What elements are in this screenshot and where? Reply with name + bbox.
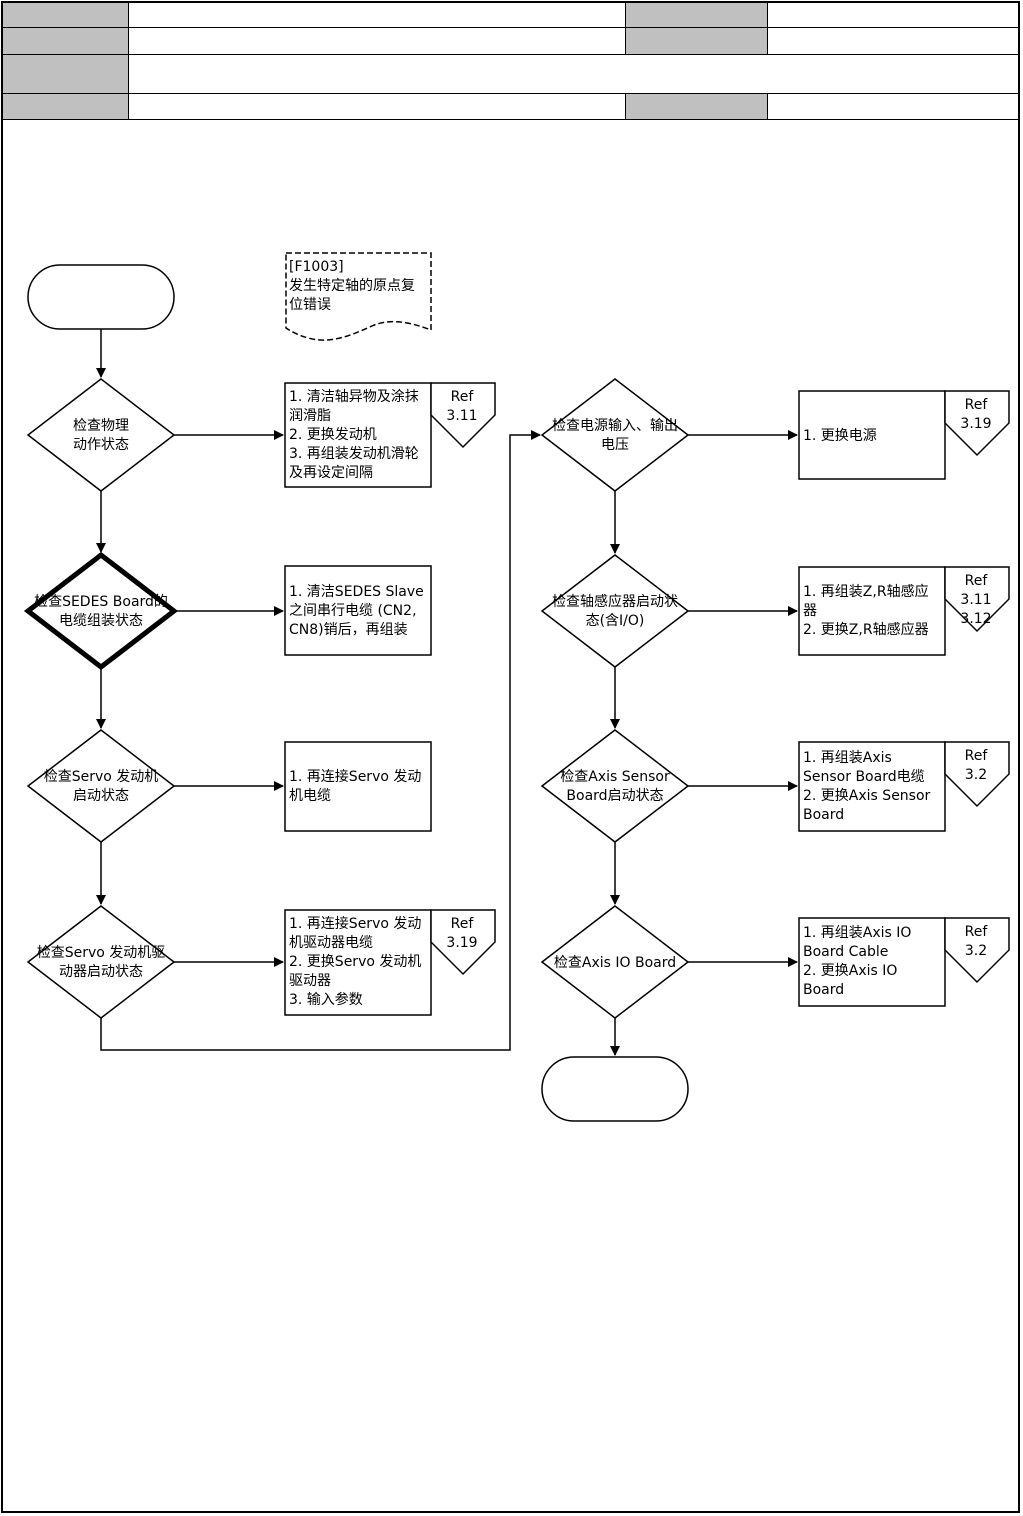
r1-line-2: 3.11 xyxy=(446,408,477,424)
decision-servo-driver xyxy=(26,905,176,1019)
note-line-2: 位错误 xyxy=(289,297,331,313)
a2-line-2: 之间串行电缆 (CN2, xyxy=(289,603,417,619)
d3-line-2: 启动状态 xyxy=(73,788,129,804)
a1-line-5: 及再设定间隔 xyxy=(289,465,373,481)
a1-line-3: 2. 更换发动机 xyxy=(289,426,377,443)
decision-servo-motor xyxy=(26,729,176,843)
decision-power-voltage xyxy=(540,378,690,492)
ref-tag-6 xyxy=(944,566,1010,633)
r4-line-1: Ref xyxy=(451,916,475,932)
d5-line-1: 检查电源输入、输出 xyxy=(552,418,678,434)
d7-line-1: 检查Axis Sensor xyxy=(560,769,670,785)
header-label-2 xyxy=(626,3,768,28)
r5-line-2: 3.19 xyxy=(960,416,991,432)
d6-line-2: 态(含I/O) xyxy=(586,613,645,629)
a4-line-4: 驱动器 xyxy=(289,973,331,989)
d3-line-1: 检查Servo 发动机 xyxy=(44,769,159,785)
header-value-2 xyxy=(768,3,1018,28)
edge-d4-to-d5 xyxy=(100,430,541,1051)
r5-line-1: Ref xyxy=(965,397,989,413)
a8-line-2: Board Cable xyxy=(803,944,888,960)
error-note xyxy=(285,252,432,341)
d1-line-1: 检查物理 xyxy=(73,418,129,434)
d8-line-1: 检查Axis IO Board xyxy=(554,955,676,971)
r7-line-1: Ref xyxy=(965,748,989,764)
action-box-1 xyxy=(284,382,432,488)
action-box-7 xyxy=(798,741,946,832)
decision-axis-sensor-board xyxy=(540,729,690,843)
start-terminal xyxy=(27,264,175,330)
header-label-4 xyxy=(626,28,768,55)
a7-line-1: 1. 再组装Axis xyxy=(803,750,892,766)
decision-physical-action xyxy=(26,378,176,492)
a7-line-2: Sensor Board电缆 xyxy=(803,769,925,785)
ref-tag-1 xyxy=(430,382,496,449)
a6-line-1: 1. 再组装Z,R轴感应 xyxy=(803,583,929,600)
a6-line-3: 2. 更换Z,R轴感应器 xyxy=(803,621,929,638)
action-box-8 xyxy=(798,917,946,1007)
header-value-5 xyxy=(129,55,1018,94)
a5-line-1: 1. 更换电源 xyxy=(803,427,877,444)
d4-line-2: 动器启动状态 xyxy=(59,964,143,980)
header-value-1 xyxy=(129,3,626,28)
d6-line-1: 检查轴感应器启动状 xyxy=(552,593,678,610)
r8-line-2: 3.2 xyxy=(965,943,987,959)
ref-tag-8 xyxy=(944,917,1010,984)
r6-line-3: 3.12 xyxy=(960,611,991,627)
header-label-5 xyxy=(3,55,129,94)
ref-tag-7 xyxy=(944,741,1010,808)
a8-line-3: 2. 更换Axis IO xyxy=(803,962,897,979)
a1-line-2: 润滑脂 xyxy=(289,407,331,424)
action-box-2 xyxy=(284,565,432,656)
d2-line-1: 检查SEDES Board的 xyxy=(34,594,168,610)
a4-line-5: 3. 输入参数 xyxy=(289,991,363,1008)
header-value-6 xyxy=(129,94,626,120)
r8-line-1: Ref xyxy=(965,924,989,940)
a4-line-1: 1. 再连接Servo 发动 xyxy=(289,915,421,932)
action-box-6 xyxy=(798,566,946,656)
a3-line-1: 1. 再连接Servo 发动 xyxy=(289,768,421,785)
a6-line-2: 器 xyxy=(803,603,817,619)
d4-line-1: 检查Servo 发动机驱 xyxy=(37,945,166,961)
r6-line-2: 3.11 xyxy=(960,592,991,608)
header-value-3 xyxy=(129,28,626,55)
a1-line-1: 1. 清洁轴异物及涂抹 xyxy=(289,389,419,405)
a2-line-1: 1. 清洁SEDES Slave xyxy=(289,584,424,600)
a8-line-4: Board xyxy=(803,982,844,998)
a7-line-3: 2. 更换Axis Sensor xyxy=(803,787,931,804)
note-code: [F1003] xyxy=(289,259,344,275)
a4-line-2: 机驱动器电缆 xyxy=(289,935,373,951)
a3-line-2: 机电缆 xyxy=(289,788,331,804)
a1-line-4: 3. 再组装发动机滑轮 xyxy=(289,445,419,462)
r6-line-1: Ref xyxy=(965,573,989,589)
action-box-5 xyxy=(798,390,946,480)
a8-line-1: 1. 再组装Axis IO xyxy=(803,925,911,941)
header-label-6 xyxy=(3,94,129,120)
r1-line-1: Ref xyxy=(451,389,475,405)
ref-tag-4 xyxy=(430,909,496,976)
d1-line-2: 动作状态 xyxy=(73,437,129,453)
a7-line-4: Board xyxy=(803,807,844,823)
d7-line-2: Board启动状态 xyxy=(566,788,663,804)
d2-line-2: 电缆组装状态 xyxy=(59,613,143,629)
r4-line-2: 3.19 xyxy=(446,935,477,951)
note-line-1: 发生特定轴的原点复 xyxy=(289,277,415,294)
header-value-7 xyxy=(768,94,1018,120)
decision-sedes-board xyxy=(23,551,179,671)
header-label-7 xyxy=(626,94,768,120)
r7-line-2: 3.2 xyxy=(965,767,987,783)
a4-line-3: 2. 更换Servo 发动机 xyxy=(289,953,421,970)
action-box-3 xyxy=(284,741,432,832)
end-terminal xyxy=(541,1056,689,1122)
header-value-4 xyxy=(768,28,1018,55)
d5-line-2: 电压 xyxy=(601,437,629,453)
ref-tag-5 xyxy=(944,390,1010,457)
action-box-4 xyxy=(284,909,432,1016)
header-label-3 xyxy=(3,28,129,55)
header-label-1 xyxy=(3,3,129,28)
decision-axis-sensor xyxy=(540,554,690,668)
a2-line-3: CN8)销后，再组装 xyxy=(289,622,408,638)
